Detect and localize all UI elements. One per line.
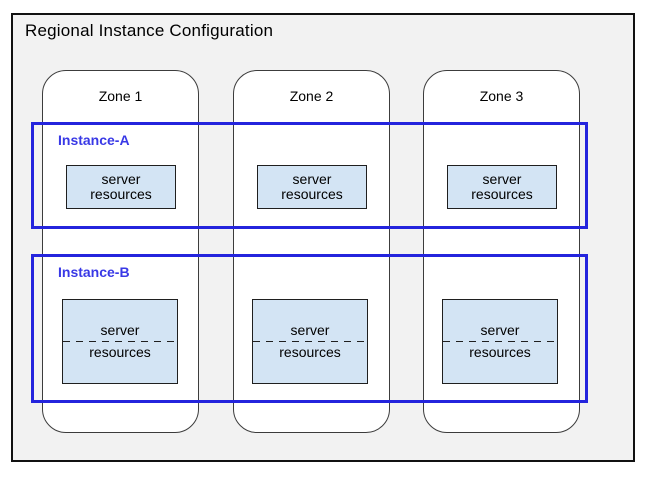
server-resources-label-line1: server xyxy=(101,171,141,187)
zone-2-label: Zone 2 xyxy=(289,88,334,104)
instance-b-label: Instance-B xyxy=(58,264,130,280)
instance-b-box: Instance-B xyxy=(31,254,588,403)
server-resources-label-line1: server xyxy=(290,321,330,338)
server-resources-label-line1: server xyxy=(292,171,332,187)
server-resources-label-line2: resources xyxy=(279,344,341,361)
diagram-title: Regional Instance Configuration xyxy=(25,21,274,40)
server-resources-box-b1: server resources xyxy=(62,299,178,384)
zone-1-label: Zone 1 xyxy=(98,88,143,104)
server-resources-label-line2: resources xyxy=(90,186,152,202)
server-resources-box-a3: server resources xyxy=(447,165,557,209)
server-resources-label-line2: resources xyxy=(469,344,531,361)
server-resources-box-a2: server resources xyxy=(257,165,367,209)
server-resources-label-line2: resources xyxy=(471,186,533,202)
server-resources-label-line1: server xyxy=(100,321,140,338)
server-resources-box-a1: server resources xyxy=(66,165,176,209)
server-resources-box-b3: server resources xyxy=(442,299,558,384)
server-resources-label-line1: server xyxy=(480,321,520,338)
server-resources-label-line2: resources xyxy=(89,344,151,361)
instance-a-label: Instance-A xyxy=(58,132,130,148)
server-resources-label-line1: server xyxy=(482,171,522,187)
zone-3-label: Zone 3 xyxy=(479,88,524,104)
partition-dashed-line xyxy=(443,340,557,343)
instance-a-box: Instance-A xyxy=(31,122,588,229)
partition-dashed-line xyxy=(253,340,367,343)
partition-dashed-line xyxy=(63,340,177,343)
server-resources-label-line2: resources xyxy=(281,186,343,202)
server-resources-box-b2: server resources xyxy=(252,299,368,384)
